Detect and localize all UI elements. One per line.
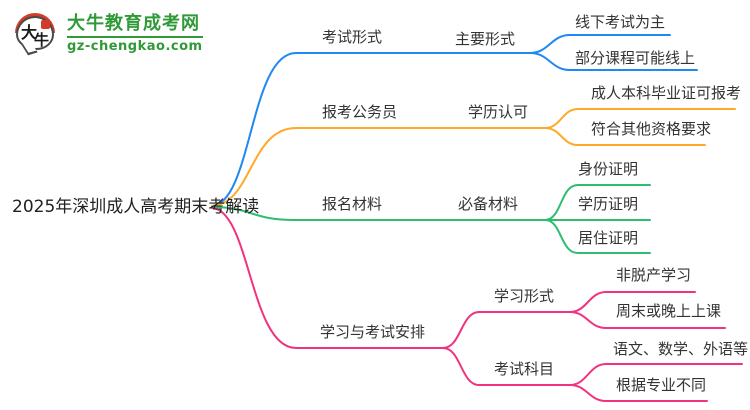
node-some-courses-online: 部分课程可能线上: [575, 49, 696, 67]
branch-exam-format-lines: [211, 34, 698, 207]
logo-bubble-icon: 大 牛: [14, 13, 58, 56]
node-residence-proof: 居住证明: [578, 229, 639, 247]
site-logo: 大 牛 大牛教育成考网 gz-chengkao.com: [14, 13, 203, 56]
logo-text-block: 大牛教育成考网 gz-chengkao.com: [67, 14, 203, 54]
node-weekend-evening-classes: 周末或晚上上课: [616, 302, 722, 320]
node-exam-format: 考试形式: [322, 28, 383, 46]
node-education-proof: 学历证明: [578, 195, 639, 213]
branch-registration-materials-lines: [211, 184, 651, 254]
logo-char-niu: 牛: [34, 31, 50, 49]
branch-civil-service-lines: [211, 108, 736, 207]
node-main-format: 主要形式: [455, 30, 516, 48]
node-degree-recognition: 学历认可: [468, 103, 529, 121]
node-exam-subjects: 考试科目: [494, 360, 555, 378]
node-chinese-math-foreign-language: 语文、数学、外语等: [613, 340, 749, 358]
node-depends-on-major: 根据专业不同: [616, 376, 707, 394]
logo-char-da: 大: [21, 23, 38, 42]
node-required-materials: 必备材料: [458, 195, 519, 213]
node-civil-service-application: 报考公务员: [322, 103, 398, 121]
node-study-format: 学习形式: [494, 287, 555, 305]
node-part-time-study: 非脱产学习: [616, 266, 692, 284]
branch-study-exam-lines: [211, 207, 743, 402]
node-registration-materials: 报名材料: [322, 195, 383, 213]
root-topic: 2025年深圳成人高考期末考解读: [12, 197, 260, 217]
node-study-exam-arrangement: 学习与考试安排: [320, 323, 426, 341]
node-adult-bachelor-eligible: 成人本科毕业证可报考: [591, 84, 742, 102]
node-offline-exam-mainly: 线下考试为主: [575, 13, 666, 31]
node-other-qualifications: 符合其他资格要求: [591, 120, 712, 138]
node-identity-proof: 身份证明: [578, 160, 639, 178]
site-name: 大牛教育成考网: [67, 13, 200, 34]
logo-red-seal-icon: [41, 20, 50, 29]
logo-speech-bubble: 大 牛: [16, 16, 54, 56]
site-url: gz-chengkao.com: [67, 36, 203, 54]
